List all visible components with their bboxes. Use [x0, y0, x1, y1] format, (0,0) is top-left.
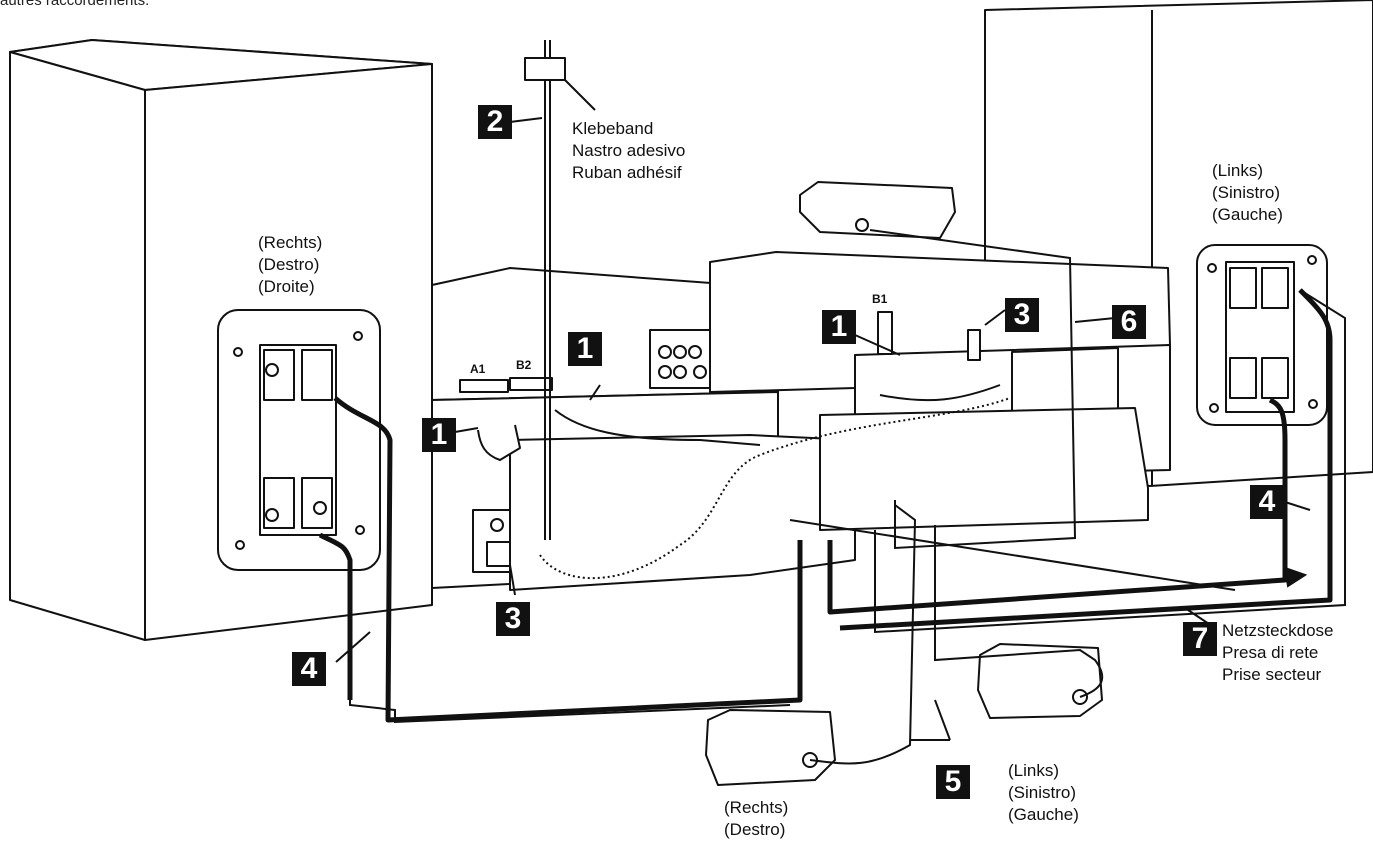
right-front-label-line: (Destro) [258, 255, 320, 274]
step-number-badge: 4 [292, 652, 326, 686]
step-number-badge: 7 [1183, 622, 1217, 656]
connector-label-b2: B2 [516, 358, 532, 372]
left-rear-label-line: (Links) [1008, 761, 1060, 780]
left-rear-label: (Links) (Sinistro) (Gauche) [1008, 760, 1079, 826]
right-front-label-line: (Rechts) [258, 233, 323, 252]
left-front-label-line: (Links) [1212, 161, 1264, 180]
right-front-speaker [9, 39, 433, 641]
tape-label-line: Nastro adesivo [572, 141, 686, 160]
left-front-label-line: (Gauche) [1212, 205, 1283, 224]
tape-label-line: Ruban adhésif [572, 163, 682, 182]
connector-label-a1: A1 [470, 362, 486, 376]
connector-label-b1: B1 [872, 292, 888, 306]
center-speaker [799, 181, 956, 239]
step-number-badge: 3 [1005, 298, 1039, 332]
outlet-label-line: Prise secteur [1222, 665, 1322, 684]
top-caption: autres raccordements. [0, 0, 150, 9]
step-number-badge: 1 [822, 310, 856, 344]
tape-label-line: Klebeband [572, 119, 654, 138]
outlet-label-line: Netzsteckdose [1222, 621, 1334, 640]
step-number-badge: 2 [478, 105, 512, 139]
right-rear-label: (Rechts) (Destro) [724, 797, 788, 841]
left-rear-label-line: (Sinistro) [1008, 783, 1077, 802]
rear-left-speaker [977, 643, 1103, 719]
step-number-badge: 1 [568, 332, 602, 366]
right-front-label-line: (Droite) [258, 277, 315, 296]
tape-label: Klebeband Nastro adesivo Ruban adhésif [572, 118, 685, 184]
right-front-label: (Rechts) (Destro) (Droite) [258, 232, 322, 298]
outlet-label: Netzsteckdose Presa di rete Prise secteu… [1222, 620, 1334, 686]
rear-right-speaker [705, 709, 836, 786]
left-rear-label-line: (Gauche) [1008, 805, 1079, 824]
step-number-badge: 6 [1112, 305, 1146, 339]
right-rear-label-line: (Destro) [724, 820, 786, 839]
step-number-badge: 1 [422, 418, 456, 452]
left-front-label-line: (Sinistro) [1212, 183, 1281, 202]
step-number-badge: 5 [936, 765, 970, 799]
outlet-label-line: Presa di rete [1222, 643, 1319, 662]
step-number-badge: 4 [1250, 485, 1284, 519]
left-front-label: (Links) (Sinistro) (Gauche) [1212, 160, 1283, 226]
right-rear-label-line: (Rechts) [724, 798, 789, 817]
step-number-badge: 3 [496, 602, 530, 636]
subwoofer-box [509, 407, 1149, 591]
